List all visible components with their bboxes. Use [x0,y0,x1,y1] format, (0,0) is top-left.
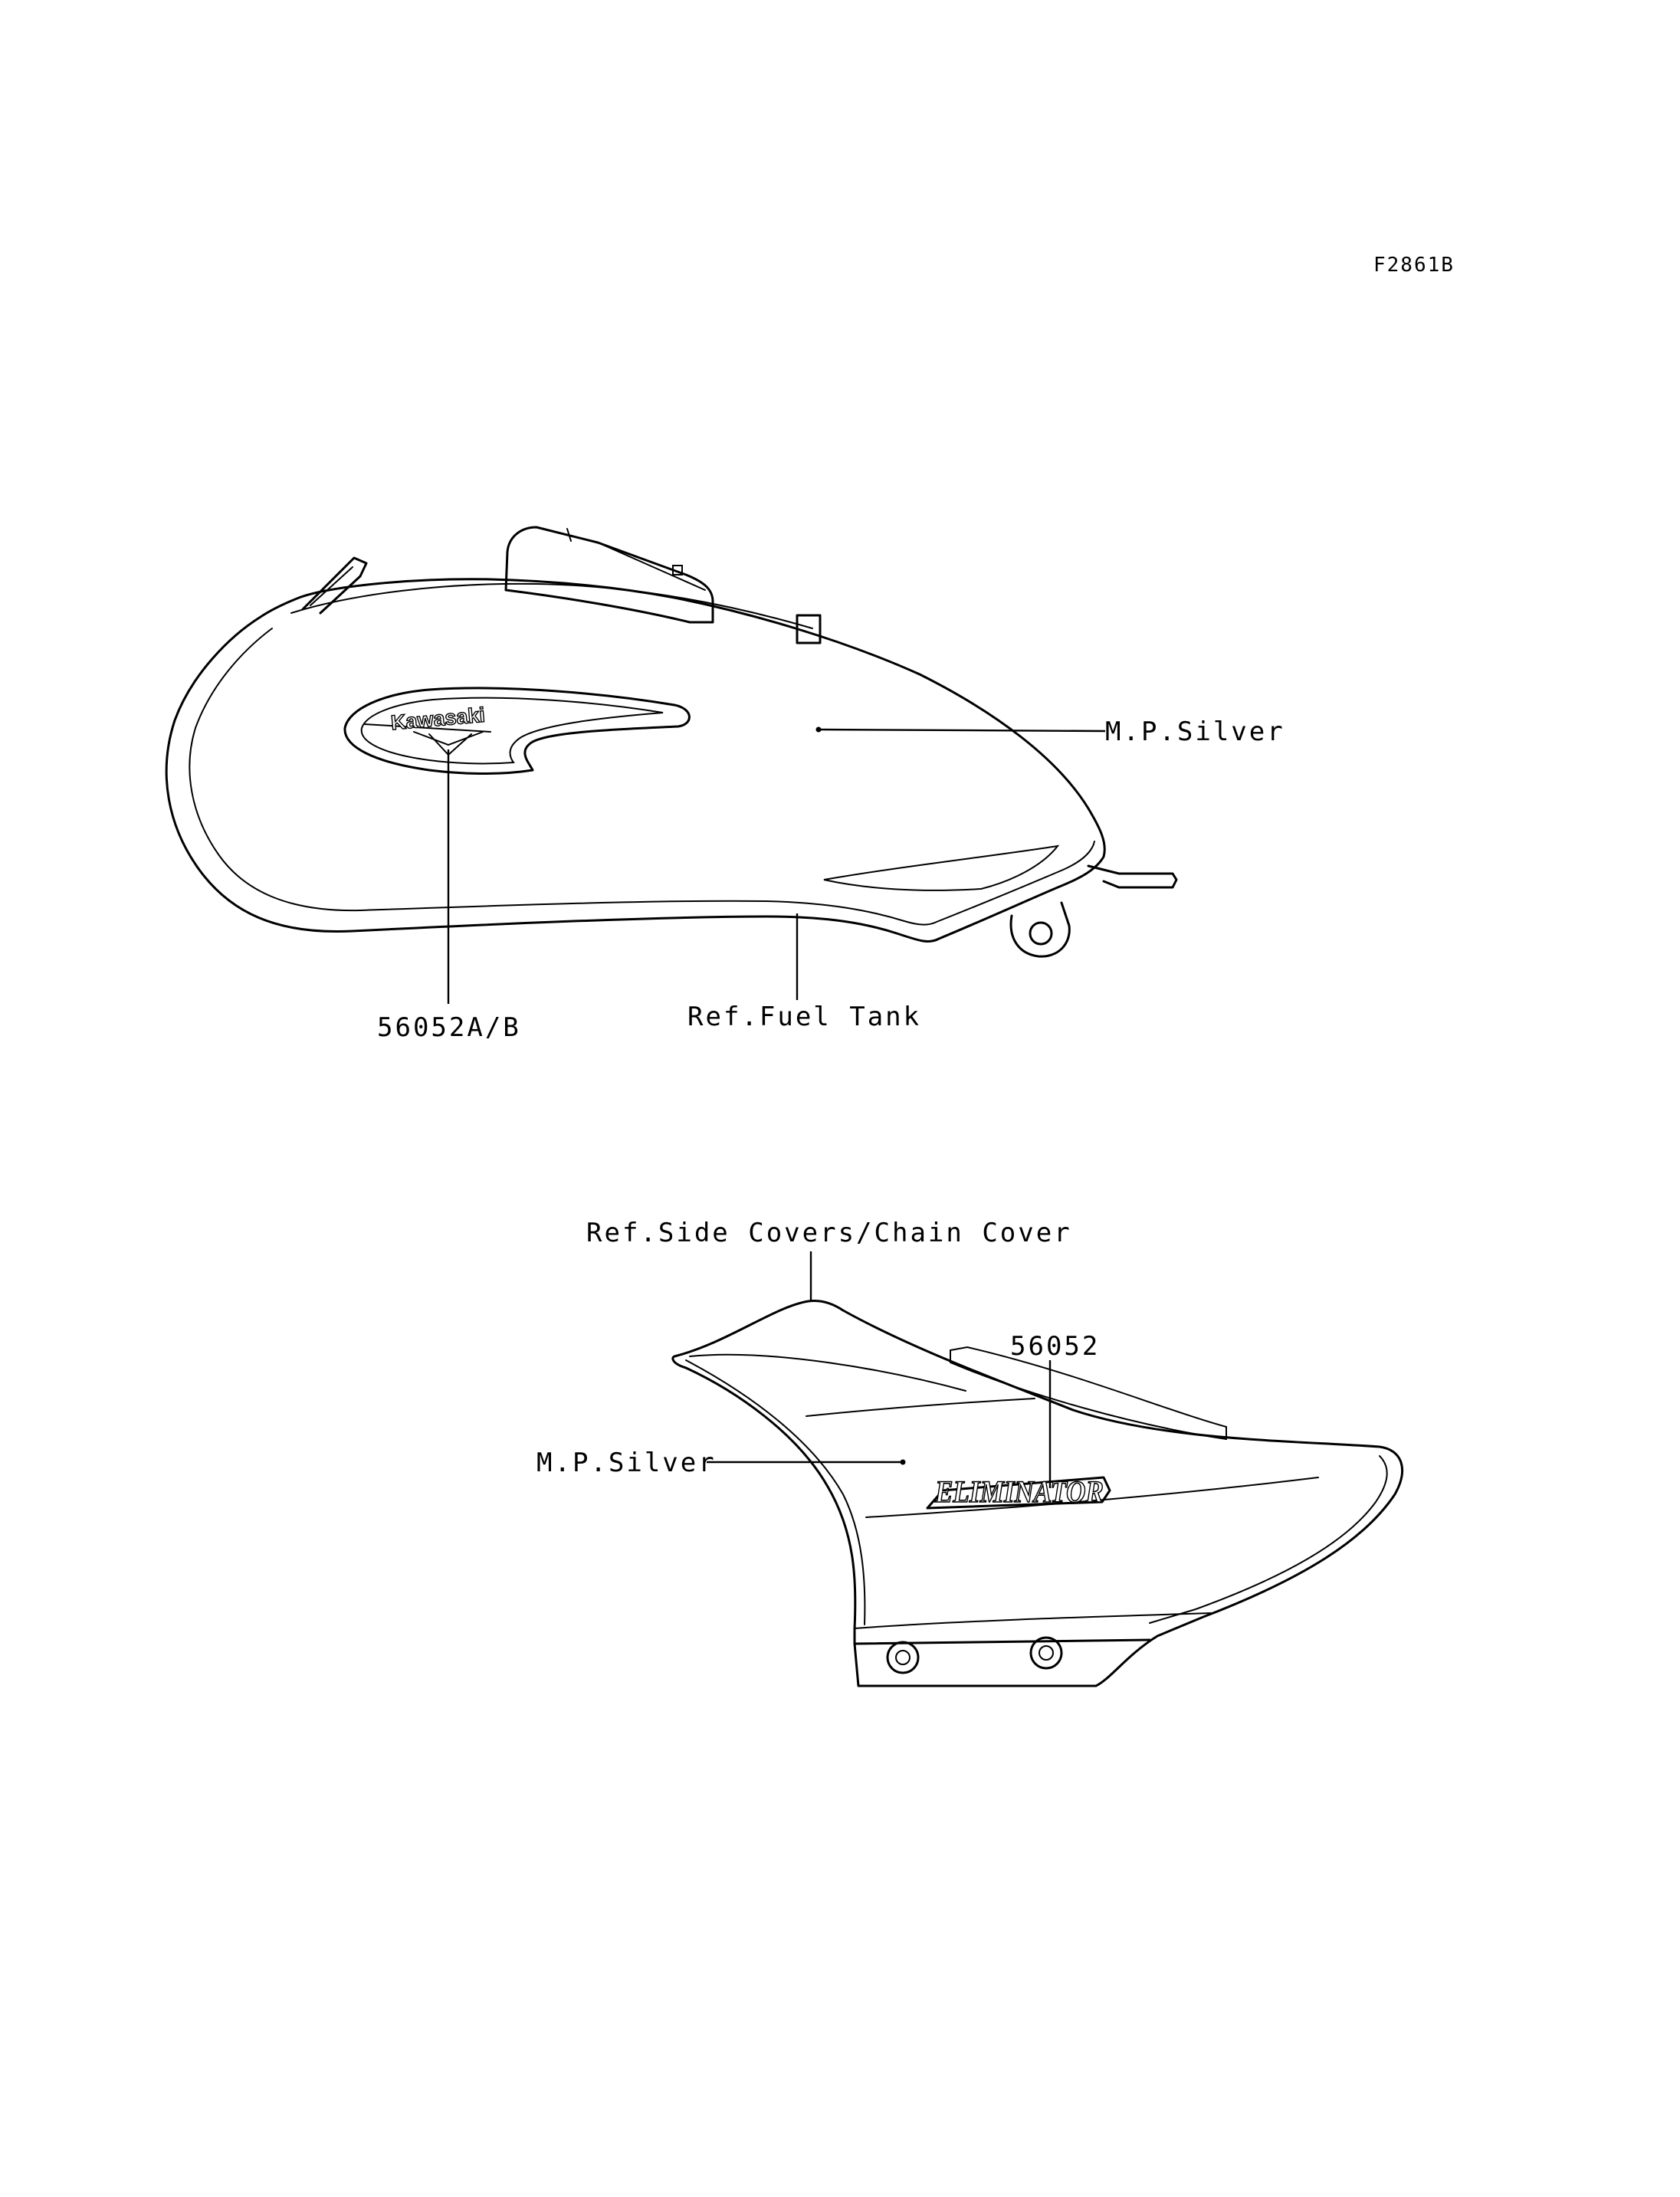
tank-decal-part-number: 56052A/B [377,1012,521,1043]
side-cover-reference-label: Ref.Side Covers/Chain Cover [586,1218,1072,1248]
tank-emblem-inner [360,697,664,765]
tank-color-leader [818,728,1106,733]
mount-grommet-front [886,1641,920,1674]
front-bracket [301,556,368,615]
fuel-tank-outline [165,578,1106,943]
rear-mount-tab [1087,864,1178,889]
side-cover-trim-strip [950,1346,1227,1441]
side-cover-decal-part-number: 56052 [1010,1331,1100,1362]
side-cover-decal-logo: ELIMINATOR [934,1474,1104,1509]
fuel-tank-drawing: Kawasaki M.P.Silver 56052A/B Ref.Fuel Ta… [165,526,1285,1043]
rear-mount-hole [1029,921,1053,946]
front-bracket-inner [310,566,353,606]
side-cover-style-line-lower [865,1477,1319,1518]
fuel-cap-edge [566,528,706,591]
side-cover-outline [671,1300,1403,1687]
fuel-tank-inner-edge [189,628,1095,926]
side-cover-drawing: ELIMINATOR Ref.Side Covers/Chain Cover 5… [536,1218,1403,1687]
fuel-cap-latch [672,565,683,575]
mount-grommet-front-hole [895,1650,911,1665]
tank-emblem-outline [343,687,691,775]
fuel-cap-housing [504,526,714,624]
tank-emblem-logo: Kawasaki [390,703,486,735]
side-cover-rear-edge [1149,1455,1388,1624]
side-cover-front-edge [685,1359,866,1625]
rear-mount-eye [1009,901,1071,958]
tank-color-label: M.P.Silver [1105,716,1285,747]
figure-id: F2861B [1373,254,1455,277]
side-cover-style-line [806,1398,1035,1417]
side-cover-plate-line [854,1612,1212,1629]
side-cover-top-edge [689,1353,966,1392]
mount-grommet-rear [1029,1636,1063,1670]
mount-grommet-rear-hole [1039,1645,1054,1661]
tank-reference-label: Ref.Fuel Tank [687,1002,921,1032]
breather-fitting [796,614,822,644]
fuel-tank-top-seam [290,582,813,629]
side-cover-decal-outline [926,1476,1111,1510]
rear-stripe [823,844,1060,891]
side-cover-color-label: M.P.Silver [536,1448,717,1478]
